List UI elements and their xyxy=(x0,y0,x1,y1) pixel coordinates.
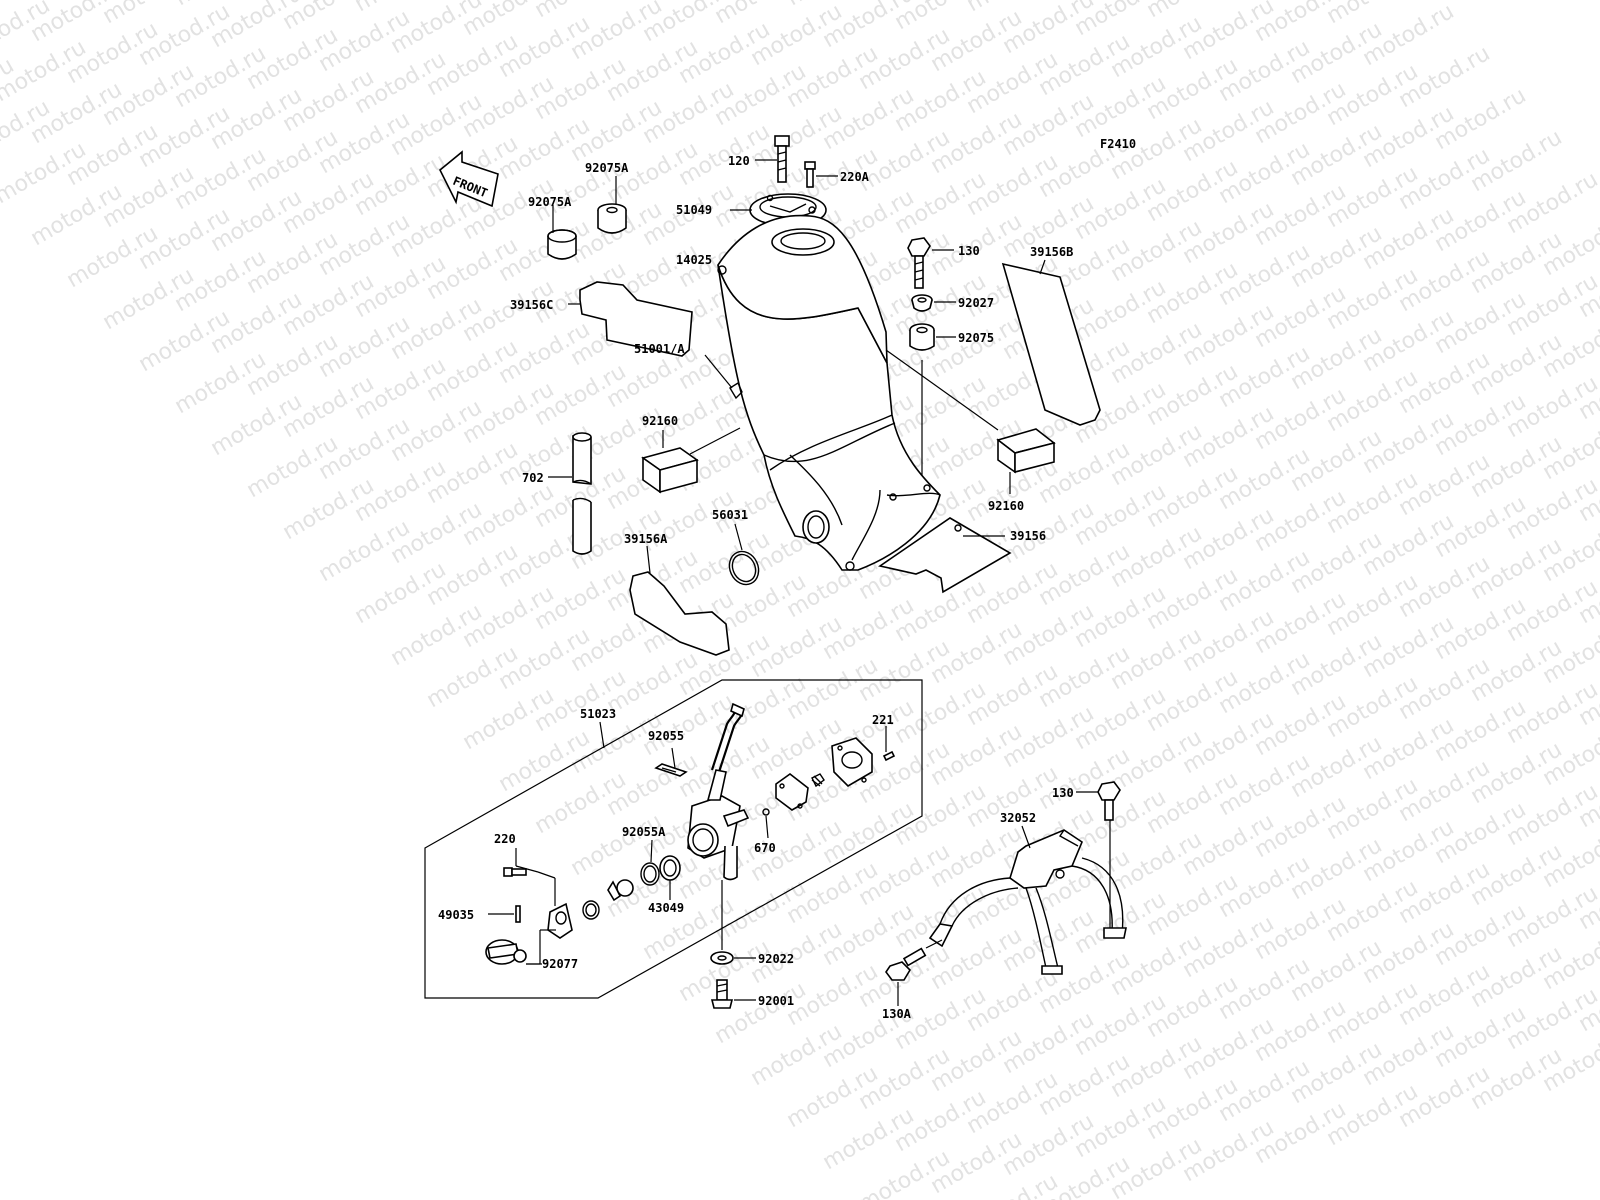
damper-92075a-left-part xyxy=(547,229,577,260)
o-ring-56031-part xyxy=(728,550,760,586)
fuel-tank-part xyxy=(717,214,941,571)
label-670: 670 xyxy=(754,841,776,855)
washer-inner xyxy=(585,903,597,917)
grommet-92075-part xyxy=(909,323,935,351)
gasket-92055-part xyxy=(654,763,688,777)
bracket-32052-part xyxy=(928,829,1127,975)
screw-220a-part xyxy=(804,161,816,188)
screw-220-part xyxy=(503,867,527,877)
label-92075a-right: 92075A xyxy=(585,161,629,175)
label-32052: 32052 xyxy=(1000,811,1036,825)
collar-92027-part xyxy=(911,294,933,312)
label-39156a: 39156A xyxy=(624,532,668,546)
plate-part xyxy=(547,902,573,939)
label-51049: 51049 xyxy=(676,203,712,217)
front-arrow: FRONT xyxy=(438,150,499,208)
diaphragm-cover-part xyxy=(775,737,896,811)
pin-49035-part xyxy=(515,905,521,923)
filter-43049-part xyxy=(659,855,681,881)
label-220: 220 xyxy=(494,832,516,846)
label-130a: 130A xyxy=(882,1007,912,1021)
washer-part xyxy=(582,900,600,920)
diagram-code: F2410 xyxy=(1100,137,1136,151)
pad-39156a-part xyxy=(629,571,730,656)
label-221: 221 xyxy=(872,713,894,727)
label-130-right: 130 xyxy=(1052,786,1074,800)
label-92077: 92077 xyxy=(542,957,578,971)
damper-92075a-right-part xyxy=(597,203,627,234)
valve-plug-part xyxy=(607,879,634,902)
label-92055: 92055 xyxy=(648,729,684,743)
label-92001: 92001 xyxy=(758,994,794,1008)
hose-702-part xyxy=(572,432,592,555)
pad-39156b-part xyxy=(1001,262,1101,426)
label-130-top: 130 xyxy=(958,244,980,258)
label-56031: 56031 xyxy=(712,508,748,522)
label-43049: 43049 xyxy=(648,901,684,915)
o-ring-92055a-inner xyxy=(643,865,657,883)
fuel-cock-51023-part xyxy=(687,702,770,881)
label-92160-left: 92160 xyxy=(642,414,678,428)
label-14025: 14025 xyxy=(676,253,712,267)
label-92027: 92027 xyxy=(958,296,994,310)
label-220a: 220A xyxy=(840,170,870,184)
bolt-120-part xyxy=(774,135,790,183)
block-92160-left-part xyxy=(641,447,699,494)
label-39156: 39156 xyxy=(1010,529,1046,543)
o-ring-92055a-part xyxy=(640,862,660,886)
washer-92022-part xyxy=(710,951,734,965)
label-39156c: 39156C xyxy=(510,298,553,312)
label-39156b: 39156B xyxy=(1030,245,1073,259)
bolt-130-top-part xyxy=(907,237,931,289)
label-92055a: 92055A xyxy=(622,825,666,839)
label-120: 120 xyxy=(728,154,750,168)
label-51023: 51023 xyxy=(580,707,616,721)
label-51001a: 51001/A xyxy=(634,342,685,356)
label-92160-right: 92160 xyxy=(988,499,1024,513)
label-92075a-left: 92075A xyxy=(528,195,572,209)
label-49035: 49035 xyxy=(438,908,474,922)
bolt-130a-part xyxy=(885,947,927,981)
pad-39156c-part xyxy=(579,281,693,357)
fuel-cock-assembly-box xyxy=(424,679,923,999)
label-92075: 92075 xyxy=(958,331,994,345)
knob-92077-part xyxy=(485,939,527,965)
label-92022: 92022 xyxy=(758,952,794,966)
label-702: 702 xyxy=(522,471,544,485)
bolt-92001-part xyxy=(710,979,734,1009)
block-92160-right-part xyxy=(996,428,1056,474)
